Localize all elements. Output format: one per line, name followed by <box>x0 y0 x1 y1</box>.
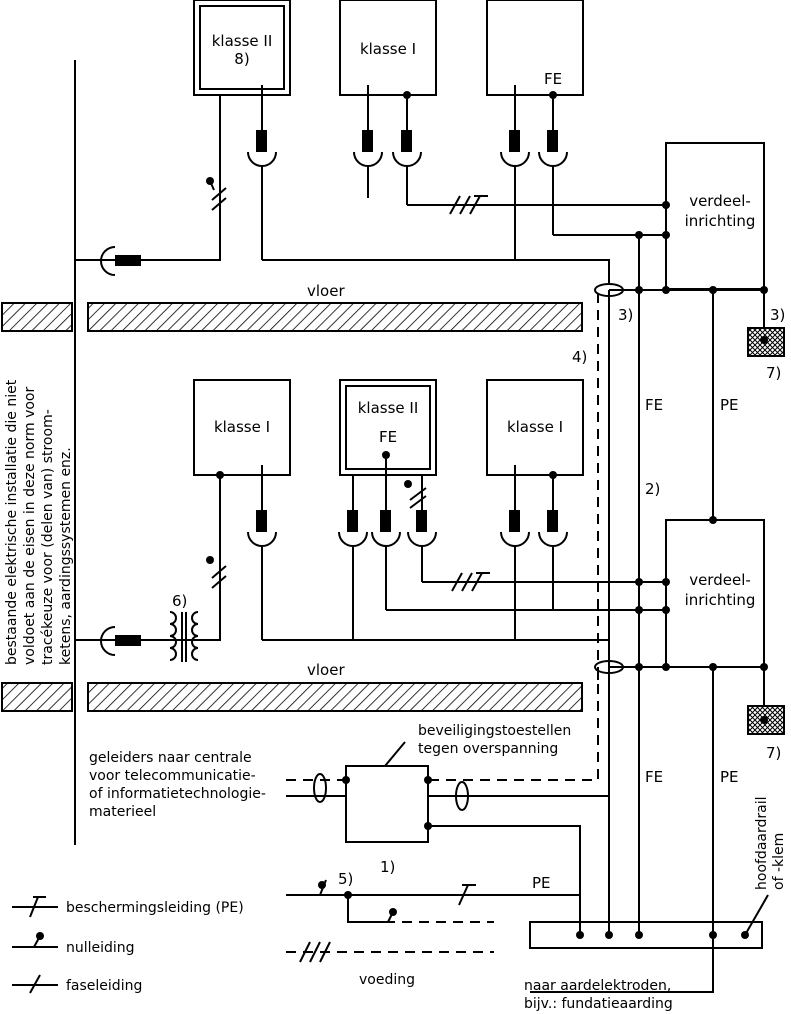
telecom-label-1: geleiders naar centrale <box>89 750 252 766</box>
note-4: 4) <box>572 348 587 366</box>
note-7-a: 7) <box>766 364 781 382</box>
telecom-label-4: materieel <box>89 804 156 820</box>
distribution-upper: verdeel- inrichting <box>665 142 765 290</box>
device-bottom-klasse-1b: klasse I <box>486 379 584 476</box>
main-earthing-bar <box>529 921 763 949</box>
svg-text:FE: FE <box>379 428 397 446</box>
floor-upper-left-hatch <box>1 302 73 332</box>
svg-text:FE: FE <box>544 70 562 88</box>
note-1: 1) <box>380 858 395 876</box>
device-top-klasse-2: klasse II 8) <box>193 0 291 96</box>
label-pe-lower: PE <box>720 768 739 786</box>
svg-text:klasse I: klasse I <box>214 418 270 436</box>
svg-text:8): 8) <box>234 50 249 68</box>
label-fe-lower: FE <box>645 768 663 786</box>
note-5: 5) <box>338 870 353 888</box>
side-text-line-4: ketens, aardingssystemen enz. <box>58 447 74 665</box>
svg-text:klasse II: klasse II <box>212 32 273 50</box>
floor-upper-hatch <box>87 302 583 332</box>
telecom-label-3: of informatietechnologie- <box>89 786 266 802</box>
side-text-line-3: tracékeuze voor (delen van) stroom- <box>40 409 56 665</box>
note-2: 2) <box>645 480 660 498</box>
svg-text:hoofdaardrail: hoofdaardrail <box>754 797 770 891</box>
svg-text:verdeel-: verdeel- <box>689 192 751 210</box>
bottom-sockets <box>247 451 568 640</box>
svg-text:verdeel-: verdeel- <box>689 571 751 589</box>
note-7-b: 7) <box>766 744 781 762</box>
top-sockets <box>247 85 568 260</box>
note-3-a: 3) <box>618 306 633 324</box>
svg-text:inrichting: inrichting <box>685 212 756 230</box>
note-6: 6) <box>172 592 187 610</box>
telecom-label-2: voor telecommunicatie- <box>89 768 256 784</box>
supply-label: voeding <box>359 972 415 988</box>
side-text-block: bestaande elektrische installatie die ni… <box>4 379 74 665</box>
device-top-fe: FE <box>486 0 584 96</box>
label-pe-supply: PE <box>532 874 551 892</box>
label-pe-upper: PE <box>720 396 739 414</box>
device-top-klasse-1: klasse I <box>339 0 437 96</box>
svg-text:klasse II: klasse II <box>358 399 419 417</box>
device-bottom-klasse-2: klasse II FE <box>339 379 437 476</box>
isolating-transformer <box>100 611 220 662</box>
floor-lower-hatch <box>87 682 583 712</box>
distribution-lower: verdeel- inrichting <box>665 519 765 668</box>
floor-lower-label: vloer <box>307 661 345 679</box>
device-bottom-klasse-1a: klasse I <box>193 379 291 476</box>
floor-upper-label: vloer <box>307 282 345 300</box>
side-text-line-2: voldoet aan de eisen in deze norm voor <box>22 387 38 665</box>
surge-label-1: beveiligingstoestellen <box>418 723 571 739</box>
earth-note-2: bijv.: fundatieaarding <box>524 996 673 1012</box>
legend-neutral: nulleiding <box>66 940 135 956</box>
svg-text:klasse I: klasse I <box>507 418 563 436</box>
svg-text:inrichting: inrichting <box>685 591 756 609</box>
legend-pe: beschermingsleiding (PE) <box>66 900 244 916</box>
main-bar-label: hoofdaardrail of -klem <box>754 797 787 891</box>
note-3-b: 3) <box>770 306 785 324</box>
svg-text:of -klem: of -klem <box>771 833 787 890</box>
label-fe-upper: FE <box>645 396 663 414</box>
surge-label-2: tegen overspanning <box>418 741 558 757</box>
side-text-line-1: bestaande elektrische installatie die ni… <box>4 379 20 665</box>
surge-protection-box <box>345 765 429 843</box>
legend-phase: faseleiding <box>66 978 142 994</box>
legend: beschermingsleiding (PE) nulleiding fase… <box>12 896 244 994</box>
earth-note-1: naar aardelektroden, <box>524 978 671 994</box>
svg-text:klasse I: klasse I <box>360 40 416 58</box>
floor-lower-left-hatch <box>1 682 73 712</box>
